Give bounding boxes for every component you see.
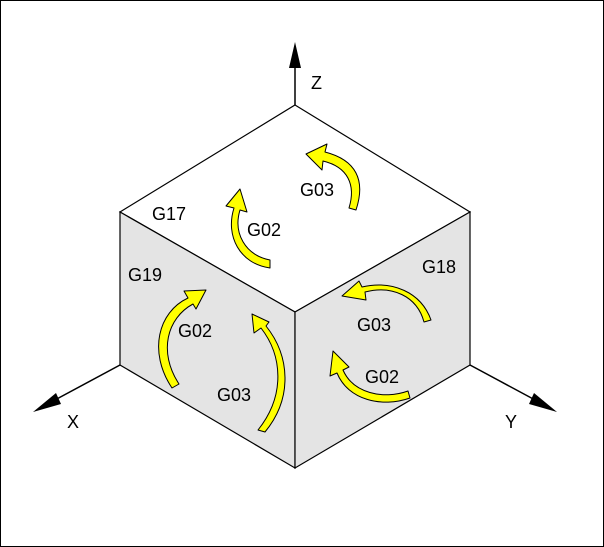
arc-arrow-top-g02 bbox=[225, 188, 271, 269]
arc-label-top-g02: G02 bbox=[247, 220, 281, 240]
x-axis-arrowhead bbox=[33, 393, 61, 412]
arc-arrow-left-g02 bbox=[158, 289, 207, 389]
arc-label-right-g03: G03 bbox=[357, 315, 391, 335]
y-axis-label: Y bbox=[505, 412, 517, 432]
plane-label-g19: G19 bbox=[128, 265, 162, 285]
z-axis-arrowhead bbox=[289, 42, 301, 68]
arc-label-top-g03: G03 bbox=[300, 180, 334, 200]
y-axis-arrowhead bbox=[529, 393, 557, 412]
plane-label-g18: G18 bbox=[422, 257, 456, 277]
cube-right-face bbox=[294, 210, 471, 470]
arc-arrow-right-g03 bbox=[341, 280, 432, 323]
plane-label-g17: G17 bbox=[152, 204, 186, 224]
x-axis-label: X bbox=[67, 412, 79, 432]
arc-arrow-right-g02 bbox=[329, 350, 411, 403]
arc-label-left-g03: G03 bbox=[217, 385, 251, 405]
arc-arrow-left-g03 bbox=[251, 313, 286, 433]
z-axis-label: Z bbox=[311, 73, 322, 93]
arc-arrow-top-g03 bbox=[305, 143, 361, 211]
arc-label-left-g02: G02 bbox=[178, 321, 212, 341]
arc-arrows bbox=[158, 143, 432, 433]
arc-label-right-g02: G02 bbox=[365, 367, 399, 387]
